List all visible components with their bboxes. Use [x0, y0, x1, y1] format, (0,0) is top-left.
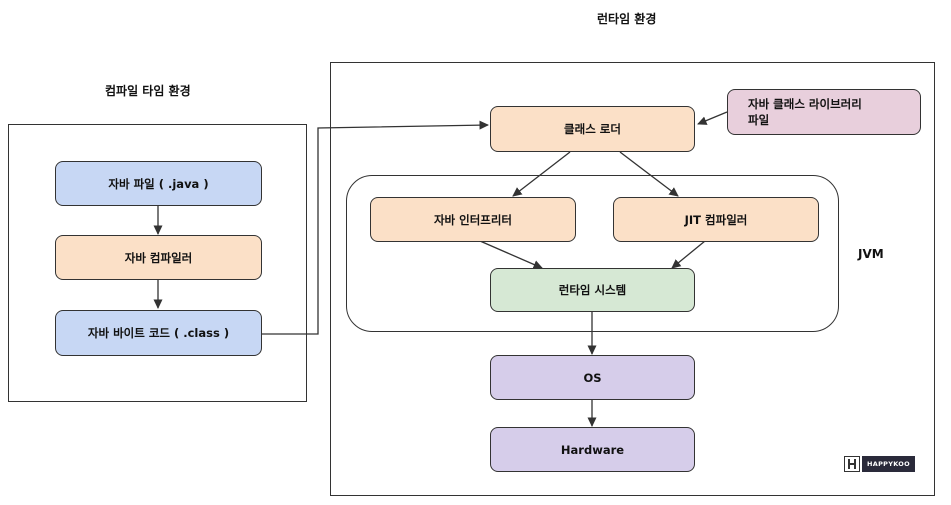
arrow-bytecode-to-classloader: [262, 120, 489, 335]
happykoo-logo-icon: [844, 456, 860, 472]
arrow-classloader-to-jit: [619, 151, 679, 197]
arrow-library-to-classloader: [697, 111, 728, 125]
runtime-environment-title: 런타임 환경: [597, 12, 657, 26]
java-bytecode-label: 자바 바이트 코드 ( .class ): [87, 326, 230, 340]
java-compiler-label: 자바 컴파일러: [124, 250, 193, 265]
arrow-classloader-to-interpreter: [512, 151, 571, 197]
runtime-environment-frame: [330, 62, 935, 496]
compile-environment-frame: [8, 124, 307, 402]
class-library-node: 자바 클래스 라이브러리 파일: [727, 89, 921, 135]
jvm-label: JVM: [858, 247, 884, 261]
hardware-label: Hardware: [560, 442, 625, 457]
java-compiler-node: 자바 컴파일러: [55, 235, 262, 280]
jit-compiler-node: JIT 컴파일러: [613, 197, 819, 242]
class-library-label: 자바 클래스 라이브러리 파일: [748, 97, 862, 127]
os-label: OS: [583, 370, 602, 385]
class-loader-label: 클래스 로더: [564, 122, 621, 136]
runtime-system-node: 런타임 시스템: [490, 268, 695, 312]
java-source-file-node: 자바 파일 ( .java ): [55, 161, 262, 206]
happykoo-logo-text: HAPPYKOO: [862, 456, 915, 472]
runtime-system-label: 런타임 시스템: [558, 283, 627, 297]
jit-compiler-label: JIT 컴파일러: [684, 212, 748, 227]
os-node: OS: [490, 355, 695, 400]
arrow-jit-to-runtime: [671, 240, 706, 269]
class-loader-node: 클래스 로더: [490, 106, 695, 152]
compile-environment-title: 컴파일 타임 환경: [105, 84, 191, 98]
java-interpreter-node: 자바 인터프리터: [370, 197, 576, 242]
java-interpreter-label: 자바 인터프리터: [433, 212, 513, 227]
happykoo-logo: HAPPYKOO: [844, 456, 915, 472]
java-source-file-label: 자바 파일 ( .java ): [108, 176, 209, 191]
hardware-node: Hardware: [490, 427, 695, 472]
java-bytecode-node: 자바 바이트 코드 ( .class ): [55, 310, 262, 356]
arrow-interpreter-to-runtime: [479, 240, 543, 269]
